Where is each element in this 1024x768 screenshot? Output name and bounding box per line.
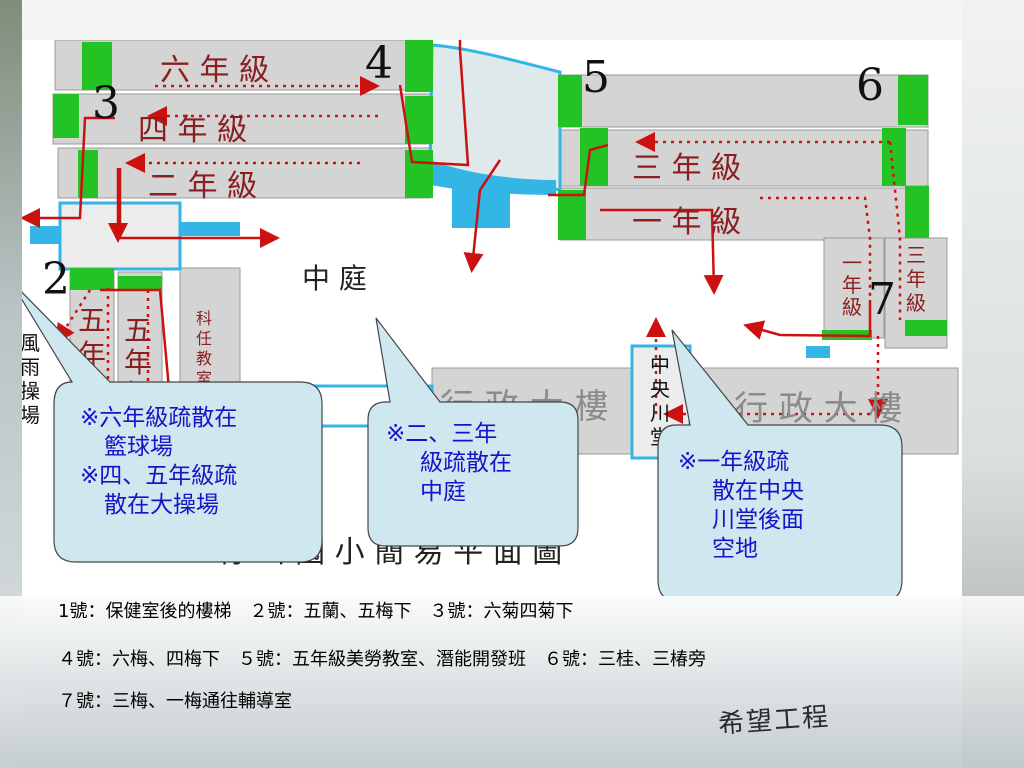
- stair-number-7: 7: [868, 274, 896, 325]
- vertical-label-science: 科: [196, 309, 212, 328]
- building-science: [179, 267, 241, 399]
- callout-left-line: 籃球場: [104, 434, 173, 460]
- vertical-label-hall: 川: [650, 401, 670, 425]
- room-label-grade4: 四 年 級: [138, 113, 247, 148]
- callout-middle-line: 級疏散在: [420, 450, 512, 476]
- room-label-grade2: 二 年 級: [148, 169, 257, 204]
- vertical-label-playground: 風: [22, 331, 40, 355]
- vertical-label-grade5b: 五: [124, 314, 152, 347]
- blue-features: [30, 43, 830, 358]
- room-label-grade6: 六 年 級: [160, 53, 269, 88]
- room-label-grade3: 三 年 級: [632, 151, 741, 186]
- legend-line-1: 1號：保健室後的樓梯 ２號：五蘭、五梅下 ３號：六菊四菊下: [58, 601, 574, 622]
- vertical-label-science: 任: [196, 329, 212, 348]
- vertical-label-playground: 場: [22, 403, 40, 427]
- dotted-routes: [55, 76, 902, 470]
- vertical-label-grade5a: 五: [78, 304, 106, 337]
- callout-middle-line: ※二、三年: [386, 421, 498, 447]
- stair-number-4: 4: [365, 40, 393, 89]
- vertical-label-hall: 中: [650, 353, 670, 377]
- stair-number-6: 6: [856, 60, 884, 111]
- callout-right-line: 空地: [712, 536, 758, 562]
- callout-left-line: 散在大操場: [104, 492, 219, 518]
- legend-line-3: ７號：三梅、一梅通往輔導室: [58, 691, 292, 712]
- vertical-label-grade1v: 一: [842, 251, 862, 275]
- floor-plan: 六 年 級 四 年 級 二 年 級 三 年 級 一 年 級 行 政 大 樓 行 …: [9, 20, 962, 603]
- room-label-grade1: 一 年 級: [632, 205, 741, 240]
- vertical-label-science: 教: [196, 349, 212, 368]
- callout-right-line: 散在中央: [712, 478, 804, 504]
- logo-text: 希望工程: [717, 702, 832, 740]
- vertical-label-grade1v: 年: [842, 273, 862, 297]
- background-left-photo: [0, 0, 22, 768]
- callout-right-text: ※一年級疏 散在中央 川堂後面 空地: [678, 448, 804, 564]
- vertical-label-grade1v: 級: [842, 295, 862, 319]
- callout-right-line: ※一年級疏: [678, 449, 790, 475]
- vertical-label-playground: 操: [22, 379, 40, 403]
- building-grade5-top: [559, 74, 929, 128]
- stair-number-5: 5: [582, 52, 610, 103]
- building-grade1: [559, 187, 929, 241]
- callout-left-text: ※六年級疏散在 籃球場 ※四、五年級疏 散在大操場: [80, 404, 237, 520]
- room-labels: 六 年 級 四 年 級 二 年 級 三 年 級 一 年 級: [138, 53, 741, 240]
- vertical-label-grade3v: 年: [906, 267, 926, 291]
- callout-left-line: ※四、五年級疏: [80, 463, 238, 489]
- callout-right-line: 川堂後面: [712, 507, 804, 533]
- callout-middle-line: 中庭: [420, 479, 466, 505]
- callout-left-line: ※六年級疏散在: [80, 405, 238, 431]
- courtyard-label: 中 庭: [302, 262, 367, 295]
- vertical-label-grade3v: 級: [906, 291, 926, 315]
- callout-middle-text: ※二、三年 級疏散在 中庭: [386, 420, 512, 507]
- legend-line-2: ４號：六梅、四梅下 ５號：五年級美勞教室、潛能開發班 ６號：三桂、三椿旁: [58, 649, 706, 670]
- stair-number-3: 3: [92, 78, 120, 129]
- vertical-label-playground: 雨: [22, 355, 40, 379]
- stair-number-2: 2: [42, 254, 70, 305]
- vertical-label-grade5b: 年: [124, 346, 152, 379]
- vertical-label-hall: 央: [650, 377, 670, 401]
- room-label-admin-right: 行 政 大 樓: [734, 389, 902, 429]
- callout-middle: [367, 317, 579, 547]
- floor-plan-svg: 六 年 級 四 年 級 二 年 級 三 年 級 一 年 級 行 政 大 樓 行 …: [9, 20, 959, 603]
- vertical-label-grade3v: 三: [906, 243, 926, 267]
- callout-left: [9, 279, 323, 563]
- building-grade3: [552, 129, 929, 187]
- background-bottom: [0, 596, 1024, 768]
